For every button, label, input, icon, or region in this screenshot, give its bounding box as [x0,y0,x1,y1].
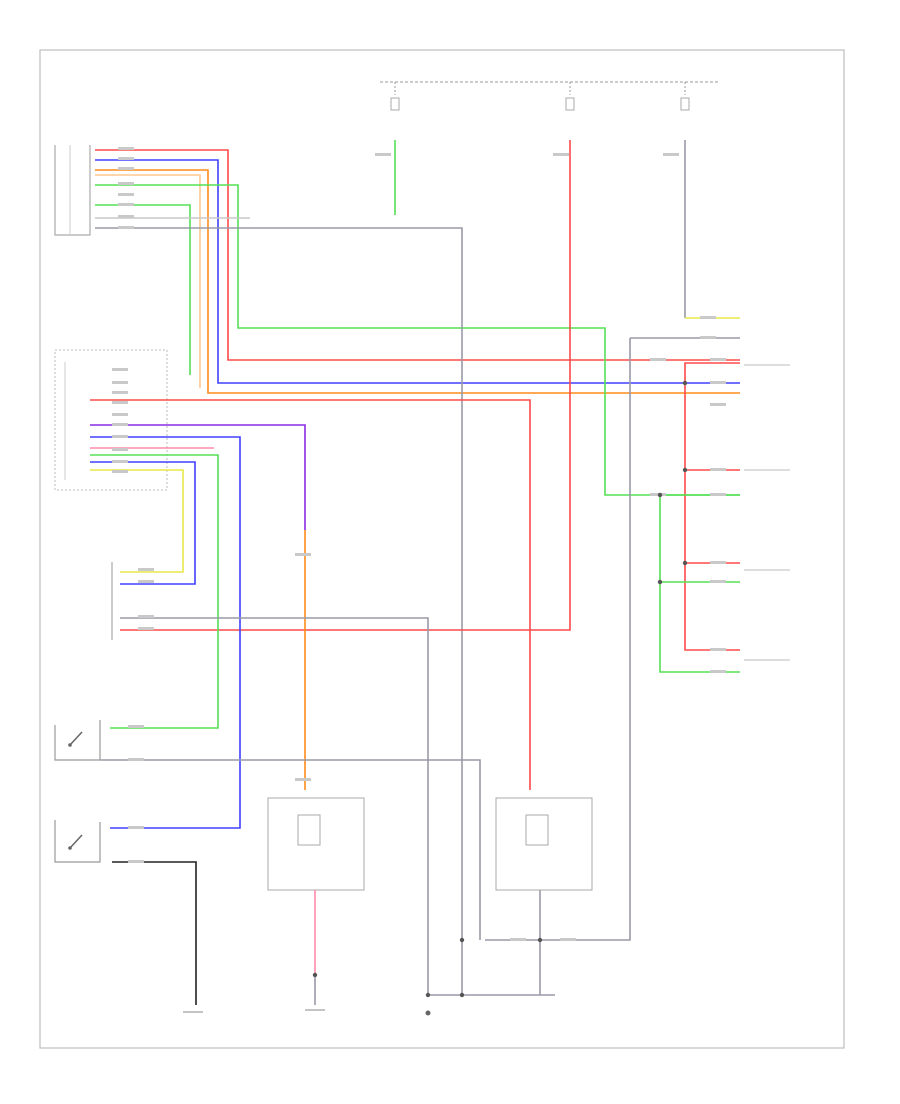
wire-label-30 [710,403,726,406]
wire-label-39 [700,336,716,339]
wire-red-10 [120,140,571,631]
wire-label-40 [295,553,311,556]
wire-label-38 [700,316,716,319]
splice-point-6 [459,992,465,998]
wire-label-18 [112,470,128,473]
wire-label-34 [710,561,726,564]
wire-label-29 [710,381,726,384]
wire-label-7 [118,215,134,218]
wire-label-23 [128,725,144,728]
splice-point-9 [537,937,543,943]
wire-label-21 [138,615,154,618]
wire-label-37 [710,670,726,673]
splice-point-1 [682,380,688,386]
wire-label-13 [112,413,128,416]
passenger-door-lock-actuator [495,797,593,891]
wire-label-10 [112,381,128,384]
wire-label-43 [560,938,576,941]
fuse-2 [565,97,575,111]
wire-green-5 [95,184,740,496]
wire-label-26 [128,860,144,863]
splice-point-8 [312,972,318,978]
fuse-3 [680,97,690,111]
wire-label-3 [118,167,134,170]
wire-label-6 [118,203,134,206]
wire-label-45 [553,153,569,156]
wire-blue-21 [90,461,196,585]
wire-label-9 [112,368,128,371]
wire-label-44 [375,153,391,156]
wire-label-20 [138,580,154,583]
wire-peach-4 [95,174,201,388]
wire-label-4 [118,182,134,185]
wire-layer [90,140,740,1005]
driver-door-lock-actuator [267,797,365,891]
wire-green-26 [659,494,740,673]
wire-label-12 [112,401,128,404]
wire-gray-8 [95,227,463,995]
wire-label-36 [710,648,726,651]
splice-point-7 [425,992,431,998]
wire-gray-14 [485,338,631,941]
wire-label-35 [710,580,726,583]
wire-label-41 [295,778,311,781]
wire-label-25 [128,826,144,829]
wire-yellow-22 [90,469,184,573]
wire-label-layer [112,147,726,941]
splice-point-3 [682,560,688,566]
wire-label-27 [650,358,666,361]
wire-green-6 [95,204,191,375]
wire-blue-2 [95,159,740,384]
wire-red-15 [90,399,531,790]
power-bus [380,81,720,111]
wire-label-32 [710,493,726,496]
wire-gray-24 [100,759,481,940]
splice-point-4 [657,579,663,585]
splice-point-5 [657,492,663,498]
door-lock-control-unit [54,145,91,236]
splice-point-10 [459,937,465,943]
wire-label-8 [118,226,134,229]
wire-label-42 [510,938,526,941]
diagram-border [39,49,845,1049]
wire-green-19 [90,454,219,729]
wire-red-1 [95,149,740,361]
splice-point-2 [682,467,688,473]
wire-label-24 [128,758,144,761]
wire-label-16 [112,448,128,451]
wire-label-17 [112,460,128,463]
wire-label-33 [710,468,726,471]
wire-label-15 [112,435,128,438]
wire-label-5 [118,193,134,196]
wire-label-2 [118,157,134,160]
wire-label-14 [112,423,128,426]
ground-2 [425,1010,431,1016]
wire-black-30 [112,861,197,1005]
trunk-lid-lock-cylinder-switch [54,820,101,863]
wire-red-25 [684,362,740,651]
splice-layer [312,380,688,998]
wire-orange-3 [95,169,740,394]
wire-label-46 [663,153,679,156]
wire-label-1 [118,147,134,150]
wire-label-19 [138,568,154,571]
left-front-door-lock-cylinder-switch [54,720,101,761]
wire-purple-16 [90,424,306,530]
fuse-1 [390,97,400,111]
central-processing-unit [54,349,168,491]
wire-label-22 [138,627,154,630]
wire-label-28 [710,358,726,361]
wire-label-11 [112,391,128,394]
wire-gray-23 [120,617,429,995]
wire-blue-20 [90,436,241,829]
